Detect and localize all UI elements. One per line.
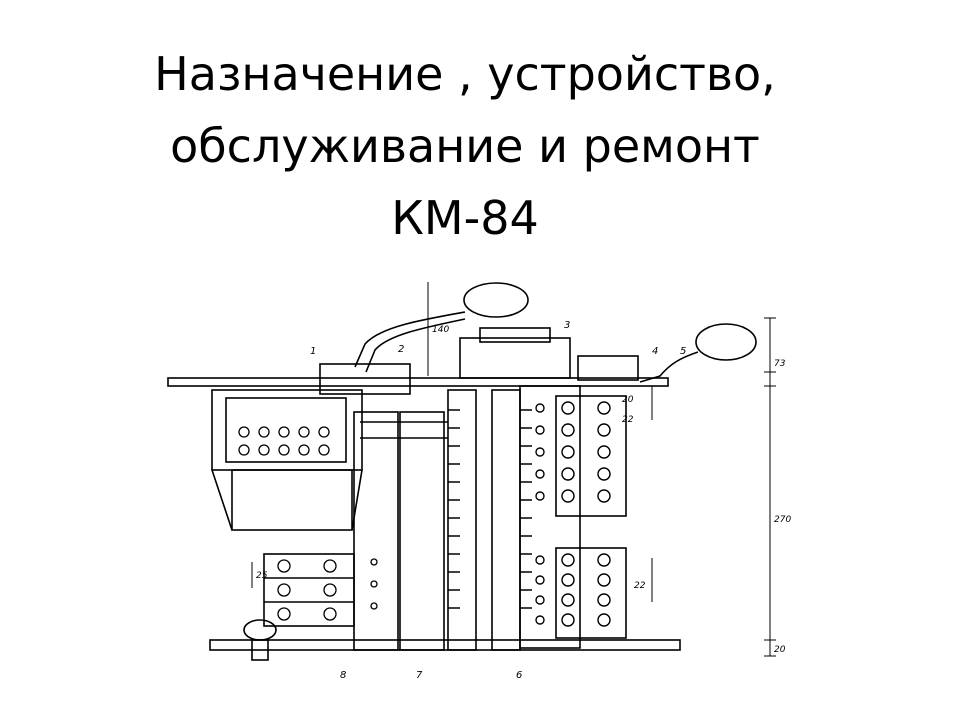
dim-right-terminal: 22: [622, 415, 634, 425]
slide-title: Назначение , устройство, обслуживание и …: [0, 38, 930, 254]
left-box-screws: [238, 426, 378, 621]
top-plate: [167, 327, 669, 395]
title-line-2: обслуживание и ремонт: [170, 119, 760, 173]
dimension-labels: 140 73 20 22 270 22 20 25: [256, 325, 791, 655]
dim-right-top: 73: [774, 359, 786, 369]
dim-left-terminal: 25: [256, 571, 268, 581]
right-column: [519, 385, 627, 649]
central-drum: [360, 389, 521, 651]
left-handle: [354, 282, 529, 373]
dim-right-bottom: 20: [774, 645, 786, 655]
title-line-3: КМ-84: [391, 191, 539, 245]
contact-fingers: [448, 409, 532, 609]
controller-technical-drawing: 1 2 3 4 5 6 7 8 140 73 20 22 270 22 20 2…: [167, 282, 791, 681]
title-line-1: Назначение , устройство,: [154, 47, 776, 101]
left-contact-box: [211, 389, 363, 531]
callout-5: 5: [680, 346, 686, 357]
right-handle: [639, 323, 757, 383]
base-plate: [209, 619, 681, 661]
dim-top-left: 140: [432, 325, 449, 335]
dim-right-height: 270: [774, 515, 791, 525]
left-terminal-block: [263, 553, 355, 627]
callout-6: 6: [516, 670, 522, 681]
callout-1: 1: [310, 346, 316, 357]
callout-2: 2: [398, 344, 404, 355]
dim-right-gap: 20: [622, 395, 634, 405]
callout-8: 8: [340, 670, 346, 681]
left-column: [353, 411, 445, 651]
terminal-screws-upper: [535, 401, 611, 503]
callout-7: 7: [416, 670, 423, 681]
callout-4: 4: [652, 346, 658, 357]
dimension-lines: [251, 282, 776, 657]
dim-right-terminal-lower: 22: [634, 581, 646, 591]
callout-3: 3: [564, 320, 570, 331]
callout-labels: 1 2 3 4 5 6 7 8: [310, 320, 686, 681]
terminal-screws-lower: [535, 553, 611, 627]
